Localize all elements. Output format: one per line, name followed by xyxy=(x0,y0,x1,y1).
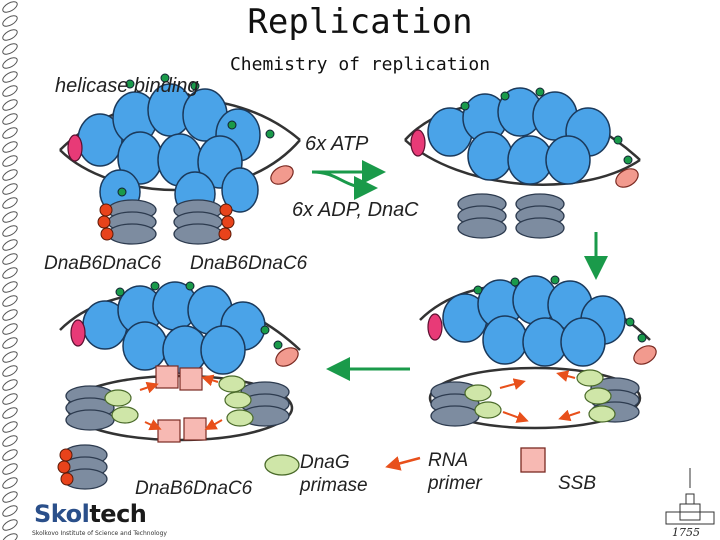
legend-primase: primase xyxy=(299,475,368,496)
panel-primer-synthesis: DnaB6DnaC6 xyxy=(57,281,301,499)
legend-primase-swatch xyxy=(264,454,300,476)
panel-helicase-loaded xyxy=(404,87,641,239)
decorative-border xyxy=(0,0,22,540)
label-helicase-binding: helicase binding xyxy=(55,75,198,97)
legend: DnaG primase RNA primer SSB xyxy=(264,447,596,496)
label-adp: 6x ADP, Dna xyxy=(292,199,404,221)
dnaa-cluster xyxy=(77,83,261,217)
label-atp: 6x ATP xyxy=(305,133,369,155)
salmon-protein xyxy=(270,165,294,185)
skoltech-logo: Skoltech Skolkovo Institute of Science a… xyxy=(30,500,167,540)
helicase-right xyxy=(173,199,235,245)
label-complex-1: DnaB6DnaC6 xyxy=(44,253,162,274)
released-helicase xyxy=(57,444,108,490)
atp-markers xyxy=(117,73,275,197)
legend-primer: primer xyxy=(427,473,483,494)
label-complex-3: DnaB6DnaC6 xyxy=(135,478,253,499)
label-complex-2: DnaB6DnaC6 xyxy=(190,253,308,274)
slide-subtitle: Chemistry of replication xyxy=(229,54,491,75)
logo-tagline: Skolkovo Institute of Science and Techno… xyxy=(32,530,167,537)
legend-rna: RNA xyxy=(428,450,468,471)
slide-title: Replication xyxy=(247,2,473,42)
university-building-icon xyxy=(665,468,715,525)
panel-helicase-binding: helicase binding DnaB6DnaC6 DnaB6DnaC6 xyxy=(44,73,308,274)
helicase-left xyxy=(97,199,157,245)
pink-protein xyxy=(67,134,83,162)
logo-wordmark: Skoltech xyxy=(34,500,147,528)
legend-ssb: SSB xyxy=(558,473,596,494)
reaction-arrow: 6x ATP 6x ADP, Dna C xyxy=(292,133,419,221)
year-label: 1755 xyxy=(672,526,700,539)
legend-dnag: DnaG xyxy=(300,452,350,473)
legend-rna-arrow xyxy=(385,456,421,471)
panel-primase-binding xyxy=(419,275,657,430)
label-adp-c: C xyxy=(404,199,419,221)
legend-ssb-swatch xyxy=(520,447,546,473)
